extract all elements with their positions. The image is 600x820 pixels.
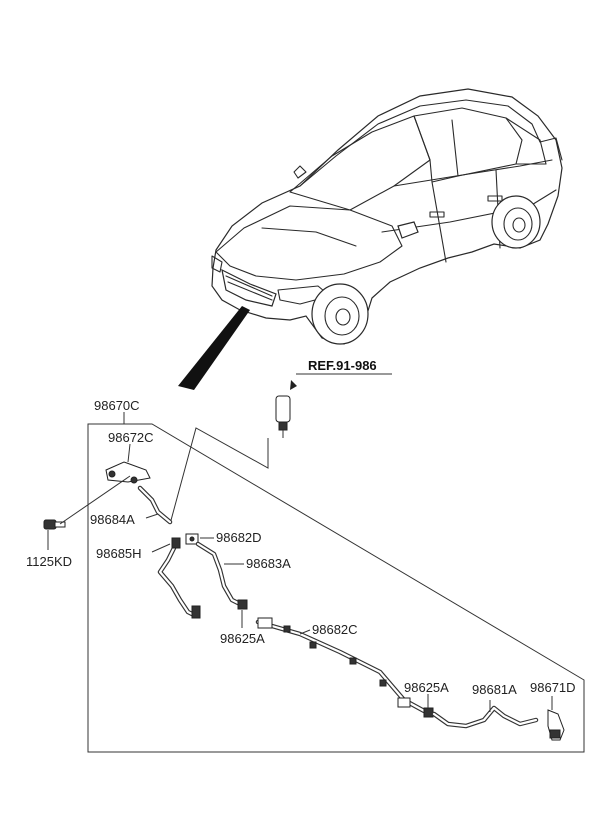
nozzle-98671d xyxy=(547,709,565,741)
label-clip-right: 98625A xyxy=(404,680,449,695)
hose-98685h-fitting xyxy=(171,537,181,549)
label-hose-98684a: 98684A xyxy=(90,512,135,527)
arrow-icon xyxy=(290,380,297,390)
label-assembly: 98670C xyxy=(94,398,140,413)
connector-98682d xyxy=(185,533,199,545)
assembly-frame xyxy=(87,423,585,753)
label-nozzle-98671d: 98671D xyxy=(530,680,576,695)
label-hose-98683a: 98683A xyxy=(246,556,291,571)
location-pointer xyxy=(178,306,250,390)
hose-98685h xyxy=(157,541,199,619)
connector-leader xyxy=(169,427,269,525)
hose-98685h-end xyxy=(191,605,201,619)
bolt-leader xyxy=(59,475,131,525)
hose-98684a-leader xyxy=(145,513,159,519)
hose-98683a xyxy=(195,541,243,607)
nozzle-cap-part xyxy=(105,461,151,484)
bolt-part xyxy=(43,519,66,530)
label-hose-98682c: 98682C xyxy=(312,622,358,637)
label-hose-98681a: 98681A xyxy=(472,682,517,697)
car-illustration xyxy=(211,88,563,345)
hose-98682c-leader xyxy=(299,629,311,635)
washer-pump-connector xyxy=(275,395,291,438)
hose-98685h-leader xyxy=(151,543,171,553)
label-nozzle-cap: 98672C xyxy=(108,430,154,445)
label-connector-98682d: 98682D xyxy=(216,530,262,545)
label-hose-98685h: 98685H xyxy=(96,546,142,561)
label-clip-left: 98625A xyxy=(220,631,265,646)
reference-label: REF.91-986 xyxy=(308,358,377,373)
clip-98625a-right xyxy=(423,707,434,718)
nozzle-cap-leader xyxy=(127,443,131,463)
label-bolt: 1125KD xyxy=(26,554,72,569)
hose-98682c-coupler xyxy=(257,617,273,629)
clip-98625a-left xyxy=(237,599,248,610)
